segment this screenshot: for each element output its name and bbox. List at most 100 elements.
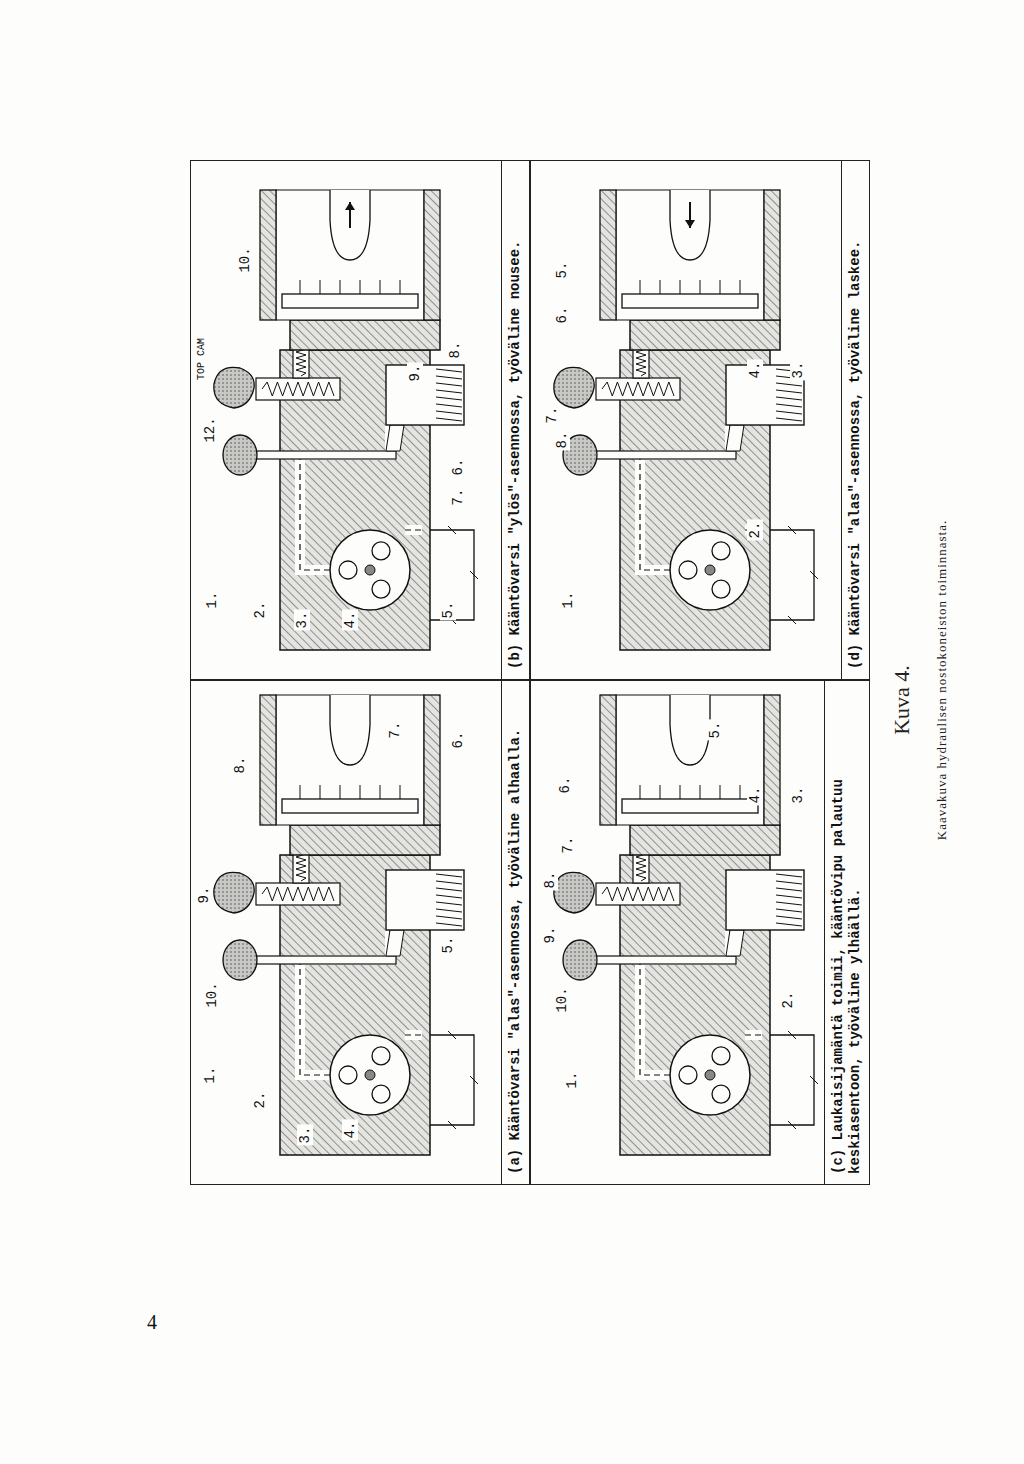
motion-arrowhead xyxy=(685,220,695,228)
fitting-thread xyxy=(776,909,802,912)
fitting-thread xyxy=(436,397,462,400)
callout-number: 3. xyxy=(790,360,806,381)
spring-housing xyxy=(256,378,340,400)
fitting xyxy=(386,365,464,425)
callout-number: 2. xyxy=(252,600,268,621)
cylinder-wall xyxy=(764,190,780,320)
fitting-thread xyxy=(776,923,802,926)
cylinder-wall xyxy=(260,190,276,320)
pump-piston xyxy=(712,542,730,560)
ram xyxy=(670,695,710,765)
flow-tick xyxy=(448,1031,456,1039)
hydraulic-mechanism xyxy=(214,190,478,650)
pump-body xyxy=(330,530,410,610)
valve-cone xyxy=(386,930,404,956)
flow-tick xyxy=(810,571,818,579)
spring-housing xyxy=(256,883,340,905)
fitting-thread xyxy=(436,895,462,898)
ram xyxy=(330,695,370,765)
callout-number: 8. xyxy=(447,340,463,361)
callout-number: 6. xyxy=(450,457,466,478)
flow-tick xyxy=(788,1031,796,1039)
cylinder-wall xyxy=(764,695,780,825)
callout-number: 4. xyxy=(747,360,763,381)
callout-number: 3. xyxy=(294,610,310,631)
cam xyxy=(214,367,254,408)
piston xyxy=(282,799,418,813)
fitting-thread xyxy=(436,383,462,386)
flow-tick xyxy=(788,1121,796,1129)
flow-tick xyxy=(788,616,796,624)
cam xyxy=(223,940,257,980)
callout-number: 2. xyxy=(780,990,796,1011)
return-line xyxy=(430,1035,474,1125)
return-line xyxy=(770,1035,814,1125)
return-line xyxy=(430,530,474,620)
flow-tick xyxy=(470,1076,478,1084)
fitting-thread xyxy=(776,881,802,884)
callout-number: 2. xyxy=(252,1090,268,1111)
flow-tick xyxy=(788,526,796,534)
diagram-panel: (c) Laukaisijamäntä toimii, kääntövipu p… xyxy=(530,680,870,1185)
pump-piston xyxy=(712,1047,730,1065)
fitting-thread xyxy=(776,895,802,898)
callout-number: 5. xyxy=(707,720,723,741)
cylinder-bore xyxy=(276,190,424,320)
piston-rib xyxy=(680,280,681,294)
valve-rod xyxy=(596,956,736,964)
valve-rod xyxy=(256,956,396,964)
piston-rib xyxy=(740,280,741,294)
panel-caption: (b) Kääntövarsi "ylös"-asennossa, työväl… xyxy=(501,161,529,679)
callout-number: 2. xyxy=(747,520,763,541)
cylinder-flange xyxy=(290,825,440,855)
piston-rib xyxy=(640,280,641,294)
piston-rib xyxy=(380,785,381,799)
flow-tick xyxy=(448,526,456,534)
fitting-thread xyxy=(776,397,802,400)
ram xyxy=(330,190,370,260)
callout-number: 5. xyxy=(554,260,570,281)
callout-number: 7. xyxy=(544,405,560,426)
callout-number: 6. xyxy=(450,730,466,751)
piston-rib xyxy=(380,280,381,294)
panel-caption: (d) Kääntövarsi "alas"-asennossa, työväl… xyxy=(841,161,869,679)
callout-number: 12. xyxy=(202,415,218,444)
spring-housing xyxy=(596,883,680,905)
diagram-panel: (d) Kääntövarsi "alas"-asennossa, työväl… xyxy=(530,160,870,680)
callout-number: 8. xyxy=(554,430,570,451)
fitting-thread xyxy=(436,909,462,912)
pump-piston xyxy=(679,561,697,579)
flow-tick xyxy=(448,1121,456,1129)
cylinder-bore xyxy=(616,695,764,825)
callout-number: 1. xyxy=(202,1065,218,1086)
cylinder-flange xyxy=(630,825,780,855)
fitting-thread xyxy=(436,390,462,393)
fitting-thread xyxy=(776,902,802,905)
piston-rib xyxy=(300,280,301,294)
fitting-thread xyxy=(776,874,802,877)
callout-number: 9. xyxy=(196,885,212,906)
fitting-thread xyxy=(776,411,802,414)
valve-cone xyxy=(386,425,404,451)
cylinder-flange xyxy=(290,320,440,350)
cylinder-wall xyxy=(424,695,440,825)
piston-rib xyxy=(340,785,341,799)
pump-piston xyxy=(679,1066,697,1084)
piston-rib xyxy=(720,785,721,799)
piston-rib xyxy=(320,280,321,294)
hydraulic-mechanism xyxy=(214,695,478,1155)
callout-number: 7. xyxy=(560,835,576,856)
callout-number: 9. xyxy=(407,363,423,384)
spring-housing xyxy=(596,378,680,400)
flow-tick xyxy=(470,571,478,579)
callout-number: 6. xyxy=(557,775,573,796)
callout-number: 3. xyxy=(297,1125,313,1146)
cam xyxy=(554,872,594,913)
hydraulic-mechanism xyxy=(554,190,818,650)
piston-rib xyxy=(400,785,401,799)
pump-piston xyxy=(712,580,730,598)
valve-rod xyxy=(596,451,736,459)
callout-number: 8. xyxy=(232,755,248,776)
cam xyxy=(223,435,257,475)
rotated-sheet: (a) Kääntövarsi "alas"-asennossa, työväl… xyxy=(190,160,870,1185)
